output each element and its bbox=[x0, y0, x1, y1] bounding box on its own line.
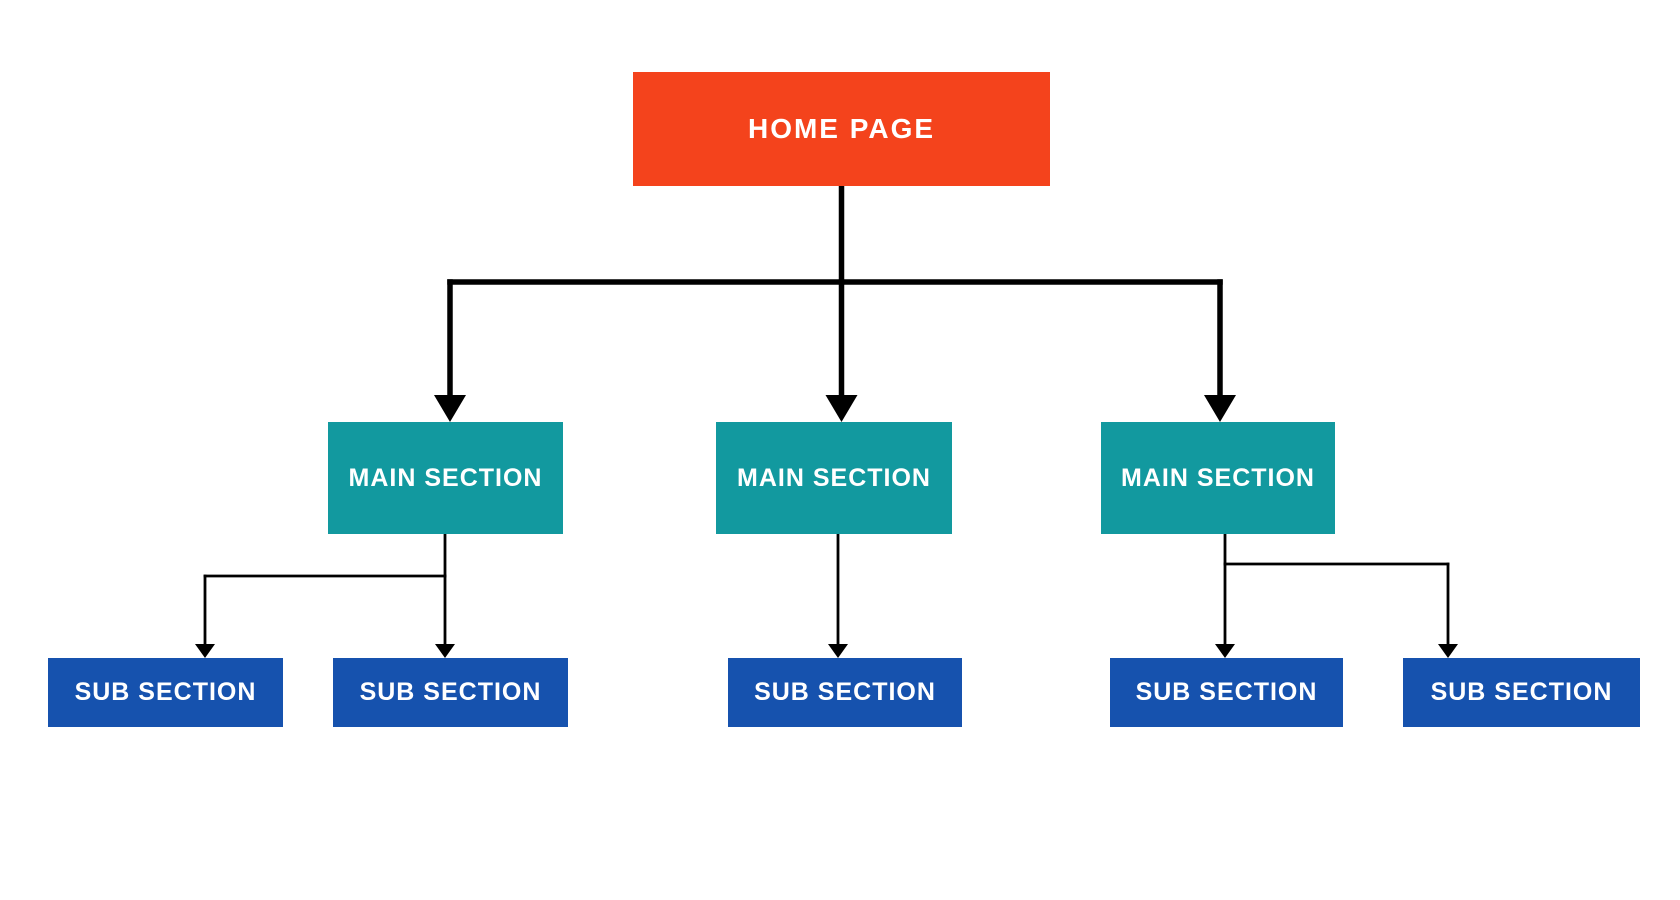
node-sub-section-2: SUB SECTION bbox=[333, 658, 568, 727]
node-sub-section-1: SUB SECTION bbox=[48, 658, 283, 727]
arrowhead-icon bbox=[828, 644, 848, 658]
connector-main2-to-sub bbox=[828, 532, 848, 658]
node-label: HOME PAGE bbox=[747, 113, 936, 144]
connector-home-to-main-sections bbox=[434, 183, 1236, 422]
node-sub-section-4: SUB SECTION bbox=[1110, 658, 1343, 727]
arrowhead-icon bbox=[195, 644, 215, 658]
arrowhead-icon bbox=[435, 644, 455, 658]
node-sub-section-5: SUB SECTION bbox=[1403, 658, 1640, 727]
node-label: SUB SECTION bbox=[74, 678, 257, 706]
arrowhead-icon bbox=[1438, 644, 1458, 658]
node-label: MAIN SECTION bbox=[737, 463, 931, 492]
node-label: MAIN SECTION bbox=[1121, 463, 1315, 492]
node-label: SUB SECTION bbox=[1430, 678, 1613, 706]
node-label: SUB SECTION bbox=[359, 678, 542, 706]
node-home-page: HOME PAGE bbox=[633, 72, 1050, 186]
node-main-section-3: MAIN SECTION bbox=[1101, 422, 1335, 534]
arrowhead-icon bbox=[825, 395, 858, 422]
arrowhead-icon bbox=[1215, 644, 1235, 658]
connector-main3-to-subs bbox=[1215, 532, 1458, 658]
connector-main1-to-subs bbox=[195, 532, 455, 658]
node-sub-section-3: SUB SECTION bbox=[728, 658, 962, 727]
arrowhead-icon bbox=[1204, 395, 1236, 422]
node-label: SUB SECTION bbox=[1135, 678, 1318, 706]
node-main-section-2: MAIN SECTION bbox=[716, 422, 952, 534]
node-label: MAIN SECTION bbox=[348, 463, 543, 492]
node-label: SUB SECTION bbox=[754, 678, 936, 706]
arrowhead-icon bbox=[434, 395, 466, 422]
node-main-section-1: MAIN SECTION bbox=[328, 422, 563, 534]
